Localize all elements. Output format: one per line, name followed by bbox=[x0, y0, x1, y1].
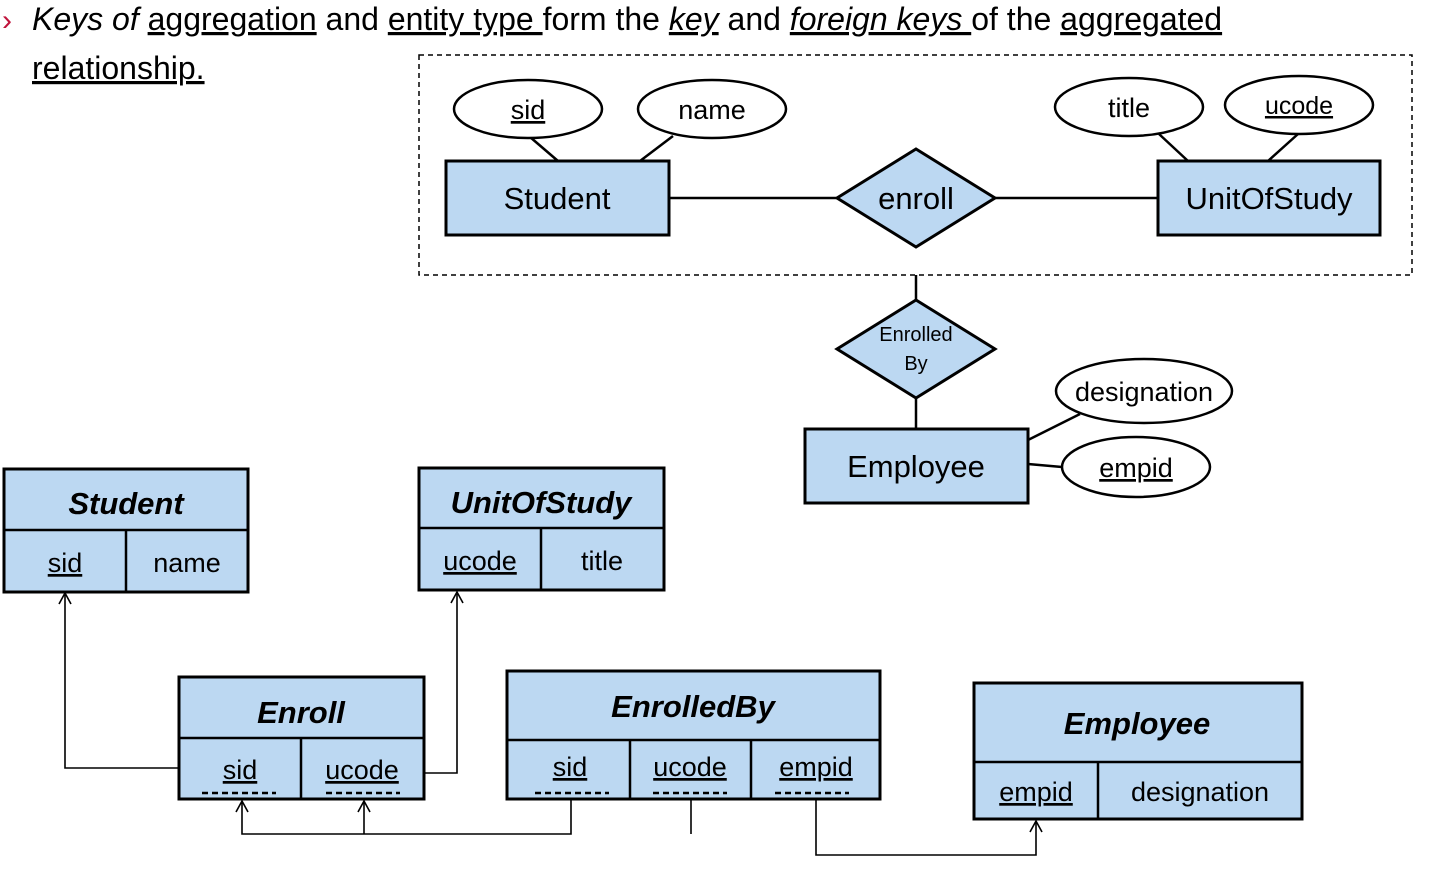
table-employee-title: Employee bbox=[1064, 706, 1210, 741]
fk-arrow-enrolledby-enroll bbox=[241, 799, 572, 835]
table-enrolled-by-col-ucode: ucode bbox=[653, 752, 727, 782]
table-student-title: Student bbox=[68, 486, 185, 521]
bullet-line-1-seg-9: of the bbox=[971, 1, 1060, 37]
fk-arrow-enroll-ucode-unit bbox=[424, 594, 458, 774]
bullet-line-1-seg-5: form the bbox=[543, 1, 669, 37]
table-enrolled-by-col-sid: sid bbox=[553, 752, 588, 782]
table-enroll-col-sid: sid bbox=[223, 755, 258, 785]
bullet-glyph: › bbox=[2, 4, 12, 37]
table-enrolled-by-col-empid: empid bbox=[779, 752, 853, 782]
attr-sid: sid bbox=[452, 78, 604, 140]
fk-arrowhead-employee bbox=[1029, 819, 1043, 833]
table-enrolled-by: EnrolledBy sid ucode empid bbox=[505, 669, 882, 801]
attr-name: name bbox=[636, 78, 788, 140]
attr-sid-label: sid bbox=[511, 95, 546, 125]
table-unit-of-study-title: UnitOfStudy bbox=[451, 485, 634, 520]
table-student-col-sid: sid bbox=[48, 548, 83, 578]
bullet-line-1-seg-8: foreign keys bbox=[790, 1, 971, 37]
attr-name-label: name bbox=[678, 95, 746, 125]
fk-arrowhead-enroll-ucode bbox=[357, 799, 371, 813]
fk-arrowhead-unit bbox=[450, 590, 464, 604]
bullet-line-1-seg-0: Keys of bbox=[32, 1, 142, 37]
bullet-line-2: relationship. bbox=[32, 50, 205, 86]
attr-title-label: title bbox=[1108, 93, 1150, 123]
attr-designation: designation bbox=[1054, 357, 1234, 425]
attr-ucode: ucode bbox=[1223, 74, 1375, 136]
table-enroll: Enroll sid ucode bbox=[177, 675, 426, 801]
attr-empid: empid bbox=[1060, 435, 1212, 499]
table-employee-col-empid: empid bbox=[999, 777, 1073, 807]
attr-empid-label: empid bbox=[1099, 453, 1173, 483]
title-attr-line bbox=[1158, 133, 1189, 162]
fk-arrow-enrolledby-employee bbox=[815, 799, 1037, 856]
table-student: Student sid name bbox=[2, 467, 250, 594]
bullet-line-1-seg-6: key bbox=[669, 1, 721, 37]
attr-designation-label: designation bbox=[1075, 377, 1213, 407]
table-employee: Employee empid designation bbox=[972, 681, 1304, 821]
entity-student: Student bbox=[444, 159, 671, 237]
bullet-line-2-seg-0: relationship. bbox=[32, 50, 205, 86]
attr-ucode-label: ucode bbox=[1265, 92, 1333, 120]
bullet-line-1: Keys of aggregation and entity type form… bbox=[32, 1, 1222, 37]
bullet-line-1-seg-2: aggregation bbox=[148, 1, 317, 37]
fk-arrow-enroll-sid-student bbox=[64, 595, 179, 769]
attr-title: title bbox=[1053, 76, 1205, 138]
bullet-line-1-seg-10: aggregated bbox=[1060, 1, 1222, 37]
bullet-line-1-seg-4: entity type bbox=[388, 1, 543, 37]
bullet-line-1-seg-3: and bbox=[317, 1, 388, 37]
table-enrolled-by-title: EnrolledBy bbox=[611, 689, 776, 724]
relationship-enrolled-by-label-2: By bbox=[904, 353, 927, 375]
entity-employee: Employee bbox=[803, 427, 1030, 505]
table-unit-of-study: UnitOfStudy ucode title bbox=[417, 466, 666, 592]
bullet-line-1-seg-1 bbox=[139, 1, 148, 37]
table-student-col-name: name bbox=[153, 548, 221, 578]
table-enroll-title: Enroll bbox=[257, 695, 346, 730]
empid-attr-line bbox=[1027, 462, 1063, 469]
entity-employee-label: Employee bbox=[847, 449, 985, 484]
entity-student-label: Student bbox=[504, 181, 611, 216]
table-unit-of-study-col-ucode: ucode bbox=[443, 546, 517, 576]
relationship-enroll: enroll bbox=[834, 147, 998, 249]
bullet-line-1-seg-7: and bbox=[719, 1, 790, 37]
table-unit-of-study-col-title: title bbox=[581, 546, 623, 576]
table-employee-col-designation: designation bbox=[1131, 777, 1269, 807]
relationship-enrolled-by: Enrolled By bbox=[834, 298, 998, 400]
aggregation-boundary bbox=[418, 54, 1413, 276]
sid-attr-line bbox=[529, 136, 559, 162]
fk-arrowhead-enroll-sid bbox=[235, 799, 249, 813]
entity-unit-of-study: UnitOfStudy bbox=[1156, 159, 1382, 237]
relationship-enrolled-by-label-1: Enrolled bbox=[879, 324, 952, 346]
table-enroll-col-ucode: ucode bbox=[325, 755, 399, 785]
name-attr-line bbox=[639, 135, 674, 162]
fk-arrowhead-student bbox=[58, 591, 72, 605]
entity-unit-of-study-label: UnitOfStudy bbox=[1185, 181, 1353, 216]
relationship-enroll-label: enroll bbox=[878, 181, 954, 216]
ucode-attr-line bbox=[1267, 133, 1299, 162]
designation-attr-line bbox=[1027, 412, 1081, 442]
